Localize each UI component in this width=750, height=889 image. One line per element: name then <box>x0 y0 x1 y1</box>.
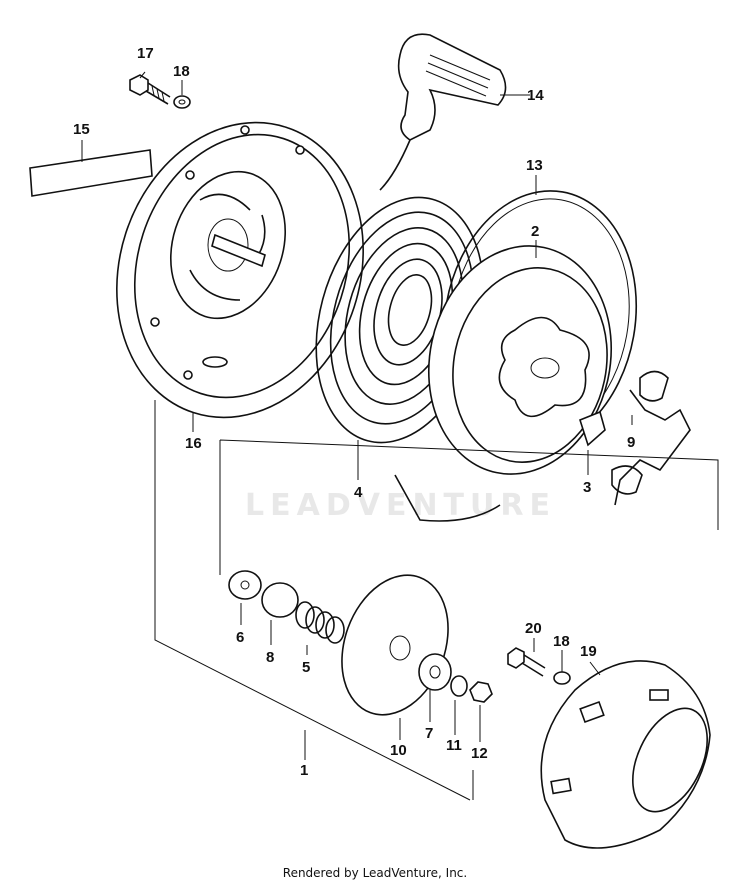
callout-3: 3 <box>583 479 591 496</box>
callout-7: 7 <box>425 725 433 742</box>
pawl-part-3 <box>579 410 606 447</box>
bolt-part-20 <box>507 647 546 677</box>
callout-labels: 1 2 3 4 5 6 7 8 9 10 11 12 13 14 15 16 1… <box>73 45 635 779</box>
watermark-text: LEADVENTURE <box>245 488 556 523</box>
callout-12: 12 <box>471 745 488 762</box>
bolt-part-17 <box>129 74 171 105</box>
callout-2: 2 <box>531 223 539 240</box>
callout-8: 8 <box>266 649 274 666</box>
handle-part-14 <box>379 33 507 191</box>
washer-part-18-bottom <box>553 671 571 685</box>
rope-part-15 <box>29 149 153 197</box>
reel-part-2 <box>427 245 613 475</box>
washer-part-18-top <box>173 95 191 109</box>
callout-18-bottom: 18 <box>553 633 570 650</box>
cup-part-19 <box>540 660 711 849</box>
rope-segment <box>394 474 501 522</box>
washer-part-7 <box>418 653 452 691</box>
lock-washer-part-11 <box>450 675 468 697</box>
callout-18-top: 18 <box>173 63 190 80</box>
callout-13: 13 <box>526 157 543 174</box>
housing-part-16 <box>116 121 364 419</box>
callout-19: 19 <box>580 643 597 660</box>
nut-part-12 <box>469 681 493 703</box>
callout-6: 6 <box>236 629 244 646</box>
callout-15: 15 <box>73 121 90 138</box>
callout-20: 20 <box>525 620 542 637</box>
callout-16: 16 <box>185 435 202 452</box>
callout-4: 4 <box>354 484 363 501</box>
callout-11: 11 <box>446 737 462 754</box>
spring-part-5 <box>295 601 345 644</box>
footer-credit: Rendered by LeadVenture, Inc. <box>282 866 468 880</box>
callout-5: 5 <box>302 659 310 676</box>
ring-part-8 <box>261 582 299 618</box>
callout-10: 10 <box>390 742 407 759</box>
callout-9: 9 <box>627 434 635 451</box>
clip-part-9 <box>611 370 691 506</box>
friction-plate-part-10 <box>341 574 449 716</box>
leader-lines <box>81 71 633 760</box>
callout-1: 1 <box>300 762 308 779</box>
callout-17: 17 <box>137 45 154 62</box>
washer-part-6 <box>228 570 262 600</box>
callout-14: 14 <box>527 87 544 104</box>
subassembly-1-bracket <box>154 400 719 801</box>
